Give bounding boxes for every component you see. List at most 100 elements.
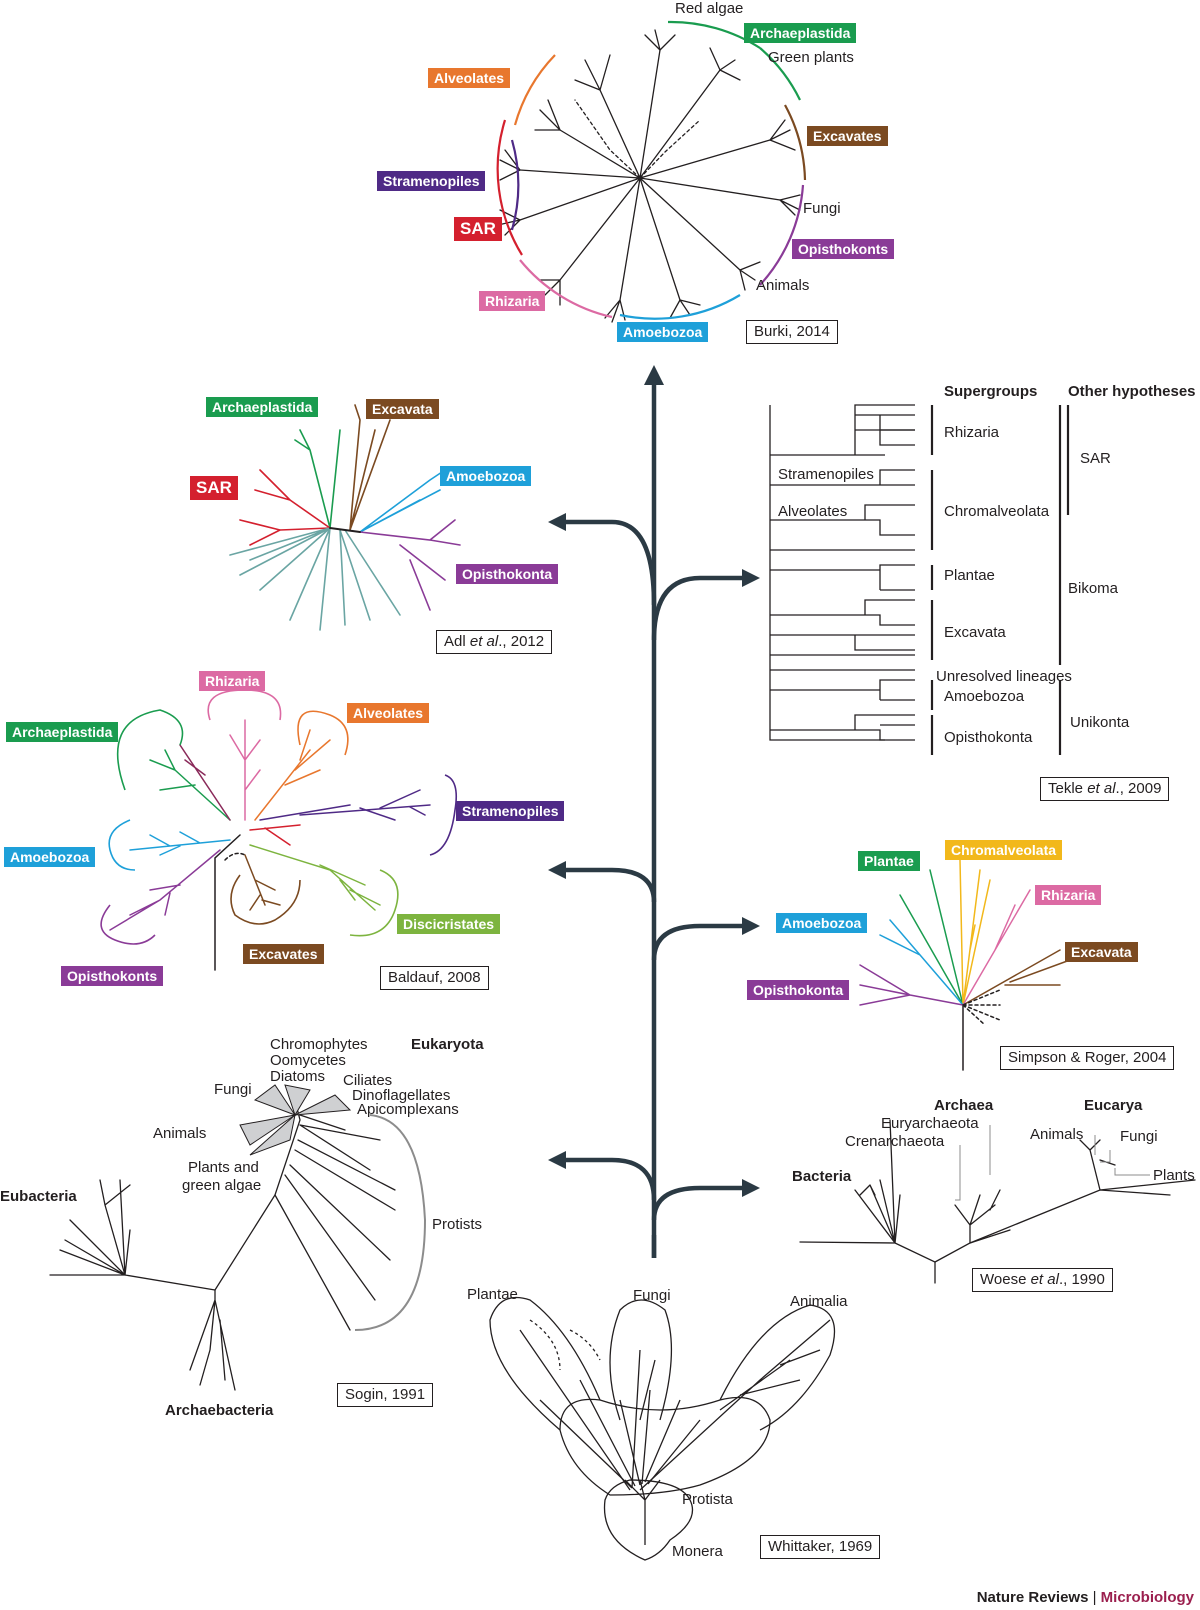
- burki-opisthokonts: Opisthokonts: [792, 239, 895, 259]
- woese-bacteria: Bacteria: [792, 1168, 852, 1185]
- whittaker-animalia: Animalia: [790, 1293, 848, 1310]
- adl-citation: Adl et al., 2012: [436, 630, 553, 654]
- protists-bracket: [354, 1114, 427, 1331]
- baldauf-alveolates: Alveolates: [347, 703, 430, 723]
- sogin-eukaryota: Eukaryota: [411, 1036, 484, 1053]
- adl-sar: SAR: [190, 476, 238, 500]
- burki-green-plants: Green plants: [768, 49, 854, 66]
- adl-tree: [229, 404, 461, 631]
- credit-journal: Nature Reviews: [976, 1589, 1089, 1606]
- sogin-wedges: [239, 1084, 352, 1156]
- burki-sar: SAR: [454, 217, 502, 241]
- timeline-arrows: [560, 378, 745, 1258]
- burki-stramenopiles: Stramenopiles: [377, 171, 486, 191]
- whittaker-tree: [489, 1296, 836, 1561]
- tekle-chromalveolata: Chromalveolata: [944, 503, 1050, 520]
- tekle-header-other: Other hypotheses: [1068, 383, 1196, 400]
- whittaker-plantae: Plantae: [467, 1286, 518, 1303]
- woese-animals: Animals: [1030, 1126, 1084, 1143]
- burki-red-algae: Red algae: [675, 0, 744, 17]
- adl-amoebozoa: Amoebozoa: [440, 466, 532, 486]
- tekle-plantae: Plantae: [944, 567, 995, 584]
- simpson-excavata: Excavata: [1065, 942, 1138, 962]
- burki-arcs: [496, 20, 807, 320]
- tekle-citation-etal: et al: [1087, 780, 1116, 797]
- tekle-rhizaria: Rhizaria: [944, 424, 1000, 441]
- woese-euryarchaeota: Euryarchaeota: [881, 1115, 979, 1132]
- credit-section: Microbiology: [1100, 1589, 1194, 1606]
- sogin-chromophytes: Chromophytes: [270, 1036, 368, 1053]
- burki-animals: Animals: [756, 277, 810, 294]
- burki-rhizaria: Rhizaria: [479, 291, 546, 311]
- sogin-eubacteria: Eubacteria: [0, 1188, 77, 1205]
- adl-citation-year: ., 2012: [498, 633, 545, 650]
- burki-amoebozoa: Amoebozoa: [617, 322, 709, 342]
- woese-leaders: [955, 1125, 1150, 1201]
- tekle-stramenopiles: Stramenopiles: [778, 466, 874, 483]
- journal-credit: Nature Reviews | Microbiology: [977, 1589, 1194, 1606]
- tekle-citation: Tekle et al., 2009: [1040, 777, 1170, 801]
- sogin-archaebacteria: Archaebacteria: [165, 1402, 274, 1419]
- simpson-plantae: Plantae: [858, 851, 920, 871]
- sogin-apicomplexans: Apicomplexans: [357, 1101, 459, 1118]
- simpson-tree: [859, 859, 1071, 1071]
- adl-archaeplastida: Archaeplastida: [206, 397, 319, 417]
- whittaker-protista: Protista: [682, 1491, 733, 1508]
- tekle-citation-year: ., 2009: [1115, 780, 1162, 797]
- woese-tree: [799, 1119, 1196, 1284]
- burki-excavates: Excavates: [807, 126, 888, 146]
- sogin-plants-1: Plants and: [188, 1159, 259, 1176]
- tekle-excavata: Excavata: [944, 624, 1006, 641]
- burki-tree: [497, 29, 801, 323]
- sogin-plants-2: green algae: [182, 1177, 262, 1194]
- woese-citation-author: Woese: [980, 1271, 1031, 1288]
- tekle-bikoma: Bikoma: [1068, 580, 1119, 597]
- tekle-brackets: [930, 405, 1070, 755]
- baldauf-rhizaria: Rhizaria: [199, 671, 266, 691]
- simpson-citation: Simpson & Roger, 2004: [1000, 1046, 1175, 1070]
- tekle-tree: [769, 404, 915, 741]
- tekle-header-supergroups: Supergroups: [944, 383, 1038, 400]
- baldauf-arcs: [100, 689, 458, 945]
- simpson-amoebozoa: Amoebozoa: [776, 913, 868, 933]
- woese-citation-etal: et al: [1030, 1271, 1059, 1288]
- baldauf-tree: [109, 719, 431, 971]
- sogin-dinoflagellates: Dinoflagellates: [352, 1087, 451, 1104]
- burki-fungi: Fungi: [803, 200, 841, 217]
- baldauf-opisthokonts: Opisthokonts: [61, 966, 164, 986]
- sogin-protists: Protists: [432, 1216, 483, 1233]
- baldauf-discicristates: Discicristates: [397, 914, 501, 934]
- sogin-diatoms: Diatoms: [270, 1068, 326, 1085]
- adl-citation-author: Adl: [444, 633, 470, 650]
- baldauf-excavates: Excavates: [243, 944, 324, 964]
- tekle-citation-author: Tekle: [1048, 780, 1088, 797]
- baldauf-stramenopiles: Stramenopiles: [456, 801, 565, 821]
- simpson-opisthokonta: Opisthokonta: [747, 980, 850, 1000]
- woese-fungi: Fungi: [1120, 1128, 1158, 1145]
- credit-separator: |: [1088, 1589, 1101, 1606]
- adl-opisthokonta: Opisthokonta: [456, 564, 559, 584]
- adl-excavata: Excavata: [366, 399, 439, 419]
- sogin-oomycetes: Oomycetes: [270, 1052, 346, 1069]
- simpson-chromalveolata: Chromalveolata: [945, 840, 1063, 860]
- tekle-unikonta: Unikonta: [1070, 714, 1130, 731]
- sogin-fungi: Fungi: [214, 1081, 252, 1098]
- sogin-ciliates: Ciliates: [343, 1072, 393, 1089]
- whittaker-citation: Whittaker, 1969: [760, 1535, 881, 1559]
- tekle-unresolved: Unresolved lineages: [936, 668, 1072, 685]
- woese-citation-year: ., 1990: [1058, 1271, 1105, 1288]
- woese-archaea: Archaea: [934, 1097, 994, 1114]
- baldauf-archaeplastida: Archaeplastida: [6, 722, 119, 742]
- baldauf-amoebozoa: Amoebozoa: [4, 847, 96, 867]
- adl-citation-etal: et al: [469, 633, 499, 650]
- burki-alveolates: Alveolates: [428, 68, 511, 88]
- baldauf-citation: Baldauf, 2008: [380, 966, 489, 990]
- sogin-citation: Sogin, 1991: [337, 1383, 434, 1407]
- tekle-alveolates: Alveolates: [778, 503, 848, 520]
- burki-citation: Burki, 2014: [746, 320, 838, 344]
- whittaker-monera: Monera: [672, 1543, 723, 1560]
- woese-citation: Woese et al., 1990: [972, 1268, 1113, 1292]
- woese-crenarchaeota: Crenarchaeota: [845, 1133, 945, 1150]
